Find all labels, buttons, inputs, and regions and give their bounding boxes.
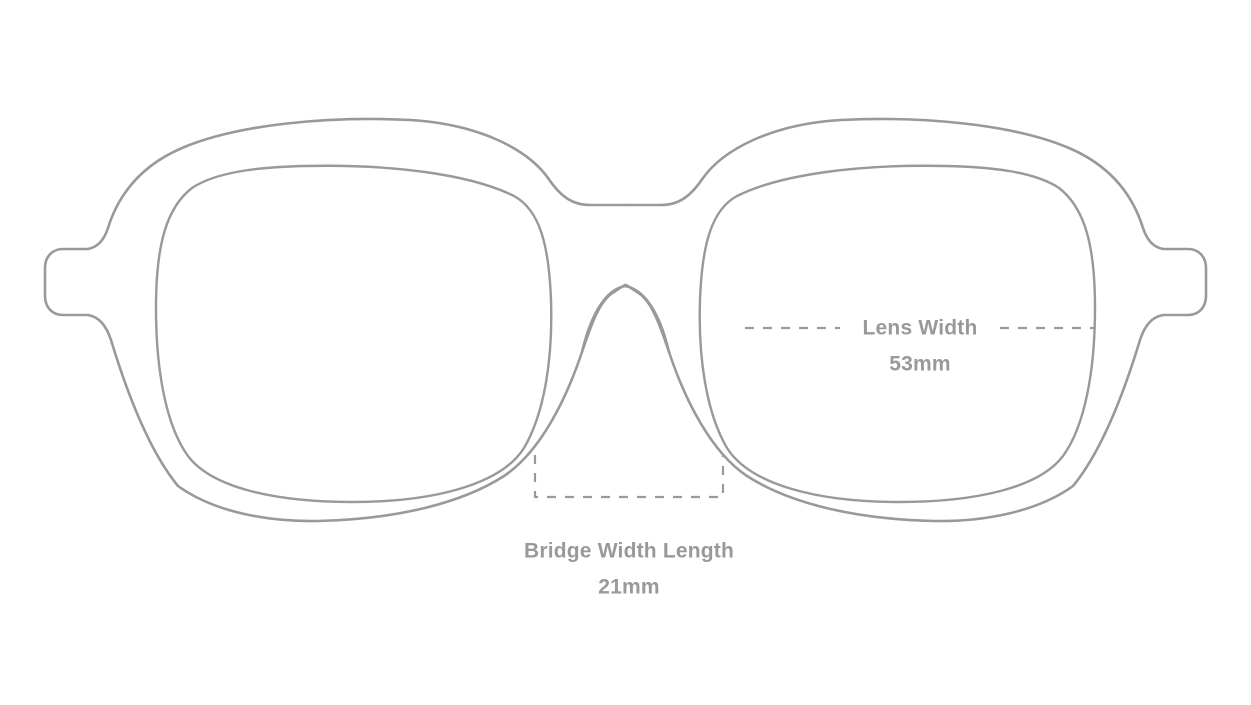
outer-frame-left-outline bbox=[43, 117, 627, 523]
bridge-width-label: Bridge Width Length bbox=[524, 540, 734, 563]
lens-width-value: 53mm bbox=[889, 353, 951, 376]
right-lens-rim bbox=[698, 164, 1097, 504]
bridge-width-bracket bbox=[533, 455, 725, 499]
lens-width-label: Lens Width bbox=[863, 317, 978, 340]
nose-bridge-arch bbox=[580, 284, 671, 354]
bridge-width-value: 21mm bbox=[598, 576, 660, 599]
left-lens-rim bbox=[154, 164, 553, 504]
outer-frame-right-outline bbox=[624, 117, 1208, 523]
